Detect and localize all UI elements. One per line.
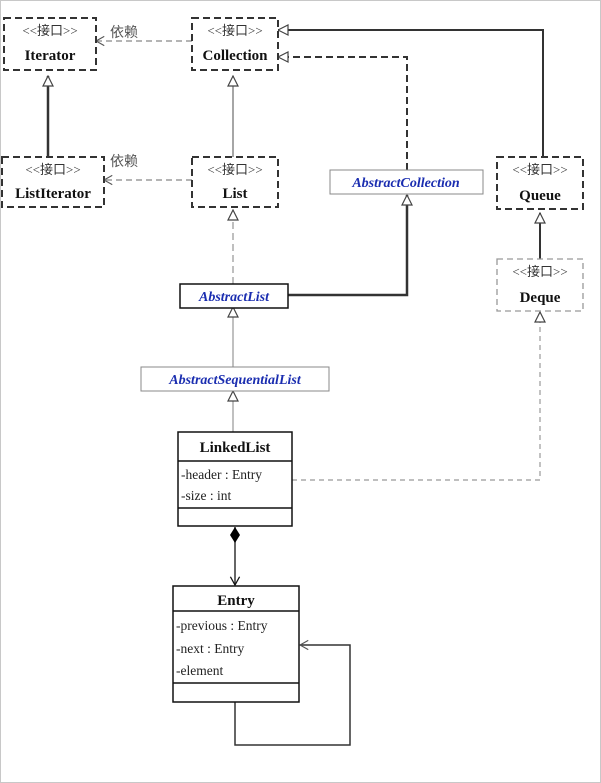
- listiterator-name: ListIterator: [15, 186, 91, 202]
- abstractcollection-name: AbstractCollection: [351, 176, 460, 191]
- entry-attribute-previous: -previous : Entry: [176, 618, 268, 633]
- interface-queue: <<接口>> Queue: [496, 156, 584, 210]
- edge-linkedlist-deque: [292, 312, 540, 481]
- abstractlist-name: AbstractList: [198, 290, 270, 305]
- class-linkedlist: LinkedList -header : Entry -size : int: [177, 431, 293, 527]
- linkedlist-attribute-header: -header : Entry: [181, 467, 262, 482]
- interface-collection: <<接口>> Collection: [191, 17, 279, 71]
- edge-abstractlist-abstractcollection: [288, 195, 407, 297]
- linkedlist-attribute-size: -size : int: [181, 488, 231, 503]
- linkedlist-name: LinkedList: [200, 440, 271, 456]
- list-stereotype: <<接口>>: [207, 162, 262, 177]
- edge-abstractcollection-collection: [278, 57, 408, 170]
- abstract-class-abstractcollection: AbstractCollection: [329, 169, 484, 195]
- interface-list: <<接口>> List: [191, 156, 279, 208]
- list-name: List: [222, 186, 247, 202]
- queue-stereotype: <<接口>>: [512, 162, 567, 177]
- interface-listiterator: <<接口>> ListIterator: [1, 156, 105, 208]
- interface-deque: <<接口>> Deque: [496, 258, 584, 312]
- collection-name: Collection: [203, 48, 269, 64]
- dependency-label-listiterator: 依赖: [110, 154, 138, 170]
- entry-name: Entry: [217, 593, 255, 609]
- listiterator-stereotype: <<接口>>: [25, 162, 80, 177]
- abstractsequentiallist-name: AbstractSequentialList: [168, 373, 302, 388]
- entry-attribute-next: -next : Entry: [176, 641, 244, 656]
- iterator-stereotype: <<接口>>: [22, 23, 77, 38]
- iterator-name: Iterator: [25, 48, 76, 64]
- composition-diamond-icon: [230, 527, 240, 543]
- deque-name: Deque: [520, 290, 561, 306]
- queue-name: Queue: [519, 188, 561, 204]
- entry-attribute-element: -element: [176, 663, 223, 678]
- dependency-label-iterator: 依赖: [110, 25, 138, 41]
- abstract-class-abstractlist: AbstractList: [179, 283, 289, 309]
- abstract-class-abstractsequentiallist: AbstractSequentialList: [140, 366, 330, 392]
- deque-stereotype: <<接口>>: [512, 264, 567, 279]
- edge-entry-self: [234, 639, 351, 746]
- interface-iterator: <<接口>> Iterator: [3, 17, 97, 71]
- class-entry: Entry -previous : Entry -next : Entry -e…: [172, 585, 300, 703]
- collection-stereotype: <<接口>>: [207, 23, 262, 38]
- edge-queue-collection: [278, 30, 544, 157]
